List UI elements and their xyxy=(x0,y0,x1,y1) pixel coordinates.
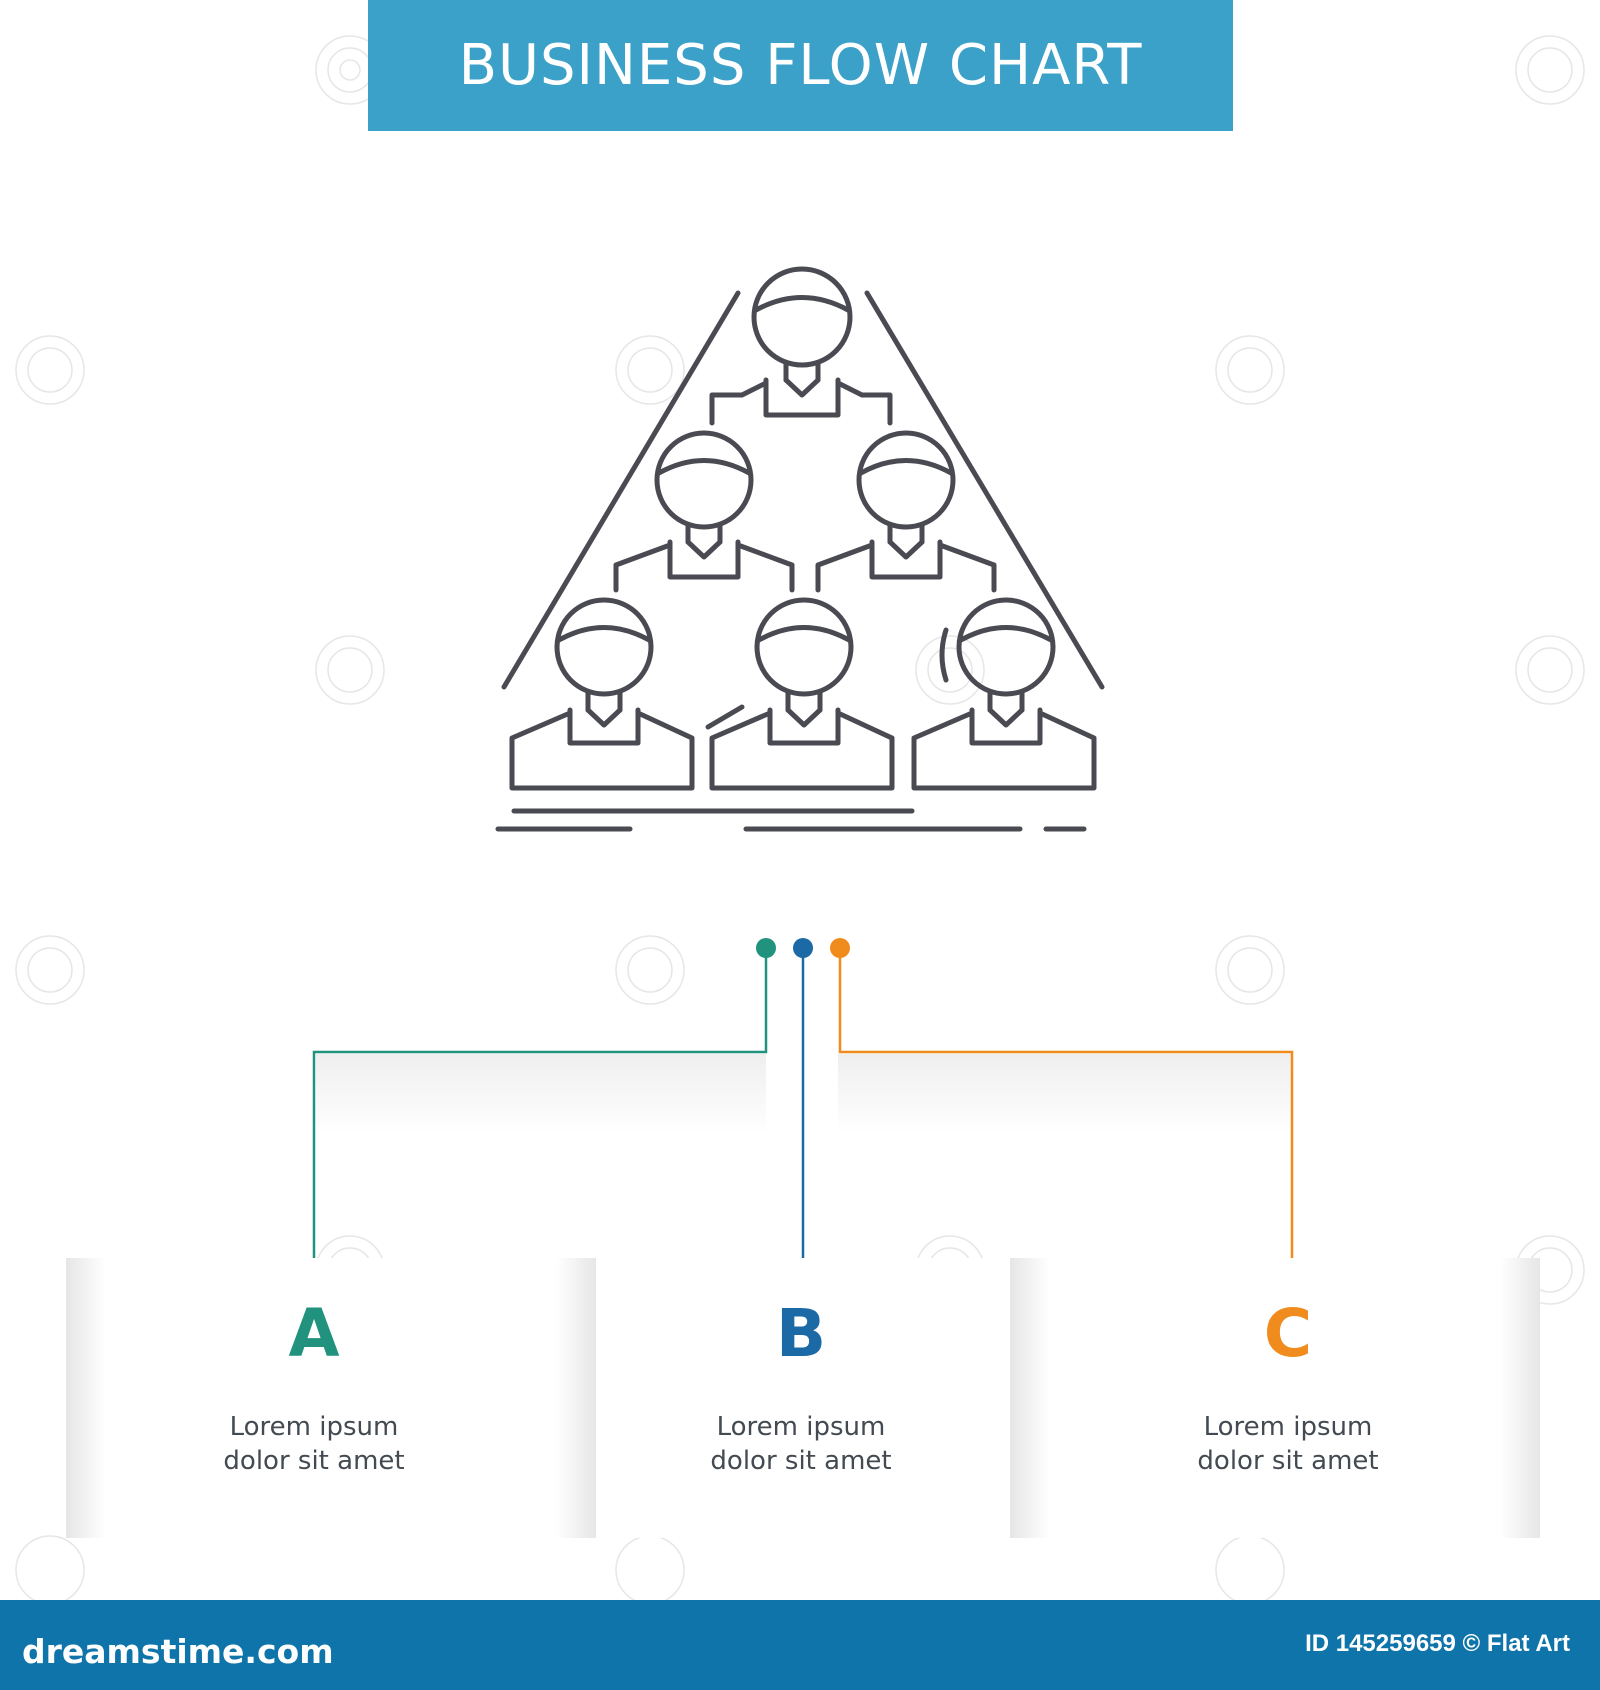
step-text-b-line2: dolor sit amet xyxy=(710,1446,892,1476)
footer-image-id: ID 145259659 © Flat Art xyxy=(1305,1630,1570,1657)
team-pyramid-icon xyxy=(495,266,1105,832)
step-text-c-line1: Lorem ipsum xyxy=(1203,1412,1373,1442)
step-letter-a: A xyxy=(288,1295,340,1372)
footer-bar xyxy=(0,1600,1600,1690)
step-card-c xyxy=(1010,1258,1540,1538)
step-text-a: Lorem ipsum dolor sit amet xyxy=(164,1410,464,1478)
step-letter-b: B xyxy=(775,1295,827,1372)
step-text-b-line1: Lorem ipsum xyxy=(716,1412,886,1442)
footer-brand[interactable]: dreamstime.com xyxy=(22,1632,334,1671)
chart-title: BUSINESS FLOW CHART xyxy=(458,33,1143,98)
flow-connectors xyxy=(312,938,1294,1276)
connector-c xyxy=(838,948,1294,1276)
step-text-b: Lorem ipsum dolor sit amet xyxy=(651,1410,951,1478)
step-letter-c: C xyxy=(1263,1295,1313,1372)
dot-c xyxy=(830,938,850,958)
step-card-a xyxy=(66,1258,596,1538)
connector-a xyxy=(312,948,768,1272)
dot-a xyxy=(756,938,776,958)
step-text-c-line2: dolor sit amet xyxy=(1197,1446,1379,1476)
step-text-a-line2: dolor sit amet xyxy=(223,1446,405,1476)
step-text-a-line1: Lorem ipsum xyxy=(229,1412,399,1442)
dot-b xyxy=(793,938,813,958)
step-text-c: Lorem ipsum dolor sit amet xyxy=(1138,1410,1438,1478)
title-banner: BUSINESS FLOW CHART xyxy=(368,0,1233,131)
